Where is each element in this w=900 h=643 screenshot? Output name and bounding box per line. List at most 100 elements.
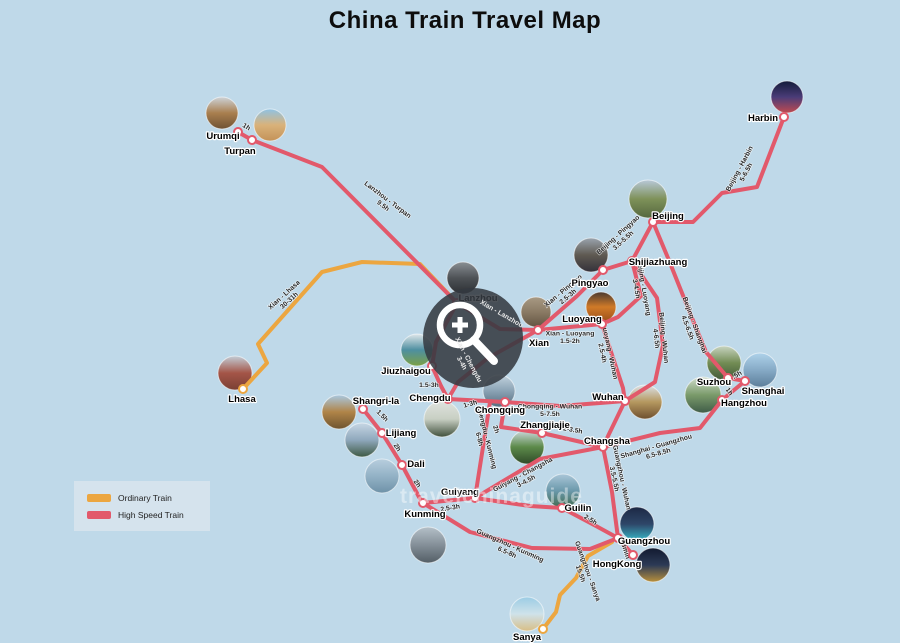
lhasa-photo[interactable] (217, 355, 253, 391)
shanghai-label[interactable]: Shanghai (740, 385, 785, 398)
suzhou-node[interactable] (723, 373, 733, 383)
shijiazhuang-label[interactable]: Shijiazhuang (628, 256, 689, 269)
wuhan-node[interactable] (620, 396, 630, 406)
magnifier-glass-icon (436, 301, 484, 349)
harbin-node[interactable] (779, 112, 789, 122)
zhangjiajie-label[interactable]: Zhangjiajie (519, 419, 571, 432)
route-label-urumqi-turpan-time: 1h (241, 122, 251, 132)
shangri-la-label[interactable]: Shangri-la (352, 395, 402, 408)
beijing-photo[interactable] (628, 179, 668, 219)
pingyao-label[interactable]: Pingyao (570, 277, 610, 290)
hangzhou-node[interactable] (717, 395, 727, 405)
chongqing-node[interactable] (500, 397, 510, 407)
hangzhou-label[interactable]: Hangzhou (720, 397, 769, 410)
route-label-dali-kunming-time: 2h (412, 479, 422, 490)
route-zhangjiajie-changsha (540, 431, 605, 449)
guilin-label[interactable]: Guilin (563, 502, 593, 515)
harbin-label[interactable]: Harbin (747, 112, 780, 125)
luoyang-label[interactable]: Luoyang (561, 313, 603, 326)
lijiang-node[interactable] (377, 428, 387, 438)
sanya-node[interactable] (538, 624, 548, 634)
route-beijing-harbin (651, 115, 786, 224)
route-chongqing-wuhan (503, 399, 627, 408)
lijiang-photo[interactable] (344, 422, 380, 458)
route-kunming-guangzhou (421, 501, 620, 551)
urumqi-label[interactable]: Urumqi (205, 130, 241, 143)
high-speed-train-swatch (87, 510, 111, 519)
luoyang-node[interactable] (597, 319, 607, 329)
xian-label[interactable]: Xian (528, 337, 551, 350)
shijiazhuang-node[interactable] (627, 256, 637, 266)
pingyao-photo[interactable] (573, 237, 609, 273)
route-shangrila-lijiang (361, 407, 384, 435)
shangri-la-photo[interactable] (321, 394, 357, 430)
kunming-node[interactable] (418, 498, 428, 508)
shanghai-photo[interactable] (742, 352, 778, 388)
shangri-la-node[interactable] (358, 404, 368, 414)
chengdu-photo[interactable] (423, 400, 461, 438)
chengdu-label[interactable]: Chengdu (408, 392, 452, 405)
route-label-lijiang-dali-time: 2h (392, 443, 402, 453)
kunming-label[interactable]: Kunming (403, 508, 447, 521)
beijing-label[interactable]: Beijing (651, 210, 685, 223)
route-pingyao-shijiazhuang (601, 259, 634, 272)
route-beijing-shijiazhuang (630, 220, 655, 263)
route-shijiazhuang-luoyang (600, 259, 643, 326)
ordinary-train-label: Ordinary Train (118, 492, 172, 503)
routes (236, 115, 786, 631)
sanya-photo[interactable] (509, 596, 545, 632)
harbin-photo[interactable] (770, 80, 804, 114)
guiyang-node[interactable] (470, 493, 480, 503)
turpan-label[interactable]: Turpan (223, 145, 257, 158)
kunming-photo[interactable] (409, 526, 447, 564)
chongqing-label[interactable]: Chongqing (474, 404, 527, 417)
high-speed-train-label: High Speed Train (118, 509, 184, 520)
turpan-node[interactable] (247, 135, 257, 145)
lhasa-label[interactable]: Lhasa (227, 393, 258, 406)
route-label-chengdu-chongqing-time: 1-3h (463, 399, 478, 409)
dali-node[interactable] (397, 460, 407, 470)
suzhou-label[interactable]: Suzhou (696, 376, 733, 389)
guiyang-label[interactable]: Guiyang (440, 486, 481, 499)
changsha-node[interactable] (598, 442, 608, 452)
hongkong-photo[interactable] (635, 547, 671, 583)
guangzhou-label[interactable]: Guangzhou (617, 535, 672, 548)
urumqi-photo[interactable] (205, 96, 239, 130)
changsha-label[interactable]: Changsha (583, 435, 632, 448)
dali-label[interactable]: Dali (406, 458, 426, 471)
guangzhou-node[interactable] (613, 533, 623, 543)
route-chongqing-zhangjiajie (499, 400, 544, 435)
ordinary-train-swatch (87, 493, 111, 502)
turpan-photo[interactable] (253, 108, 287, 142)
dali-photo[interactable] (364, 458, 400, 494)
beijing-node[interactable] (648, 217, 658, 227)
route-label-kunming-guiyang-time: 2.5-3h (440, 503, 461, 513)
shanghai-node[interactable] (740, 376, 750, 386)
jiuzhaigou-label[interactable]: Jiuzhaigou (380, 365, 432, 378)
lijiang-label[interactable]: Lijiang (384, 427, 417, 440)
hangzhou-photo[interactable] (684, 376, 722, 414)
hongkong-label[interactable]: HongKong (592, 558, 643, 571)
pingyao-node[interactable] (598, 265, 608, 275)
guangzhou-photo[interactable] (619, 506, 655, 542)
chengdu-node[interactable] (443, 394, 453, 404)
magnifier-zoom-control[interactable] (423, 288, 523, 388)
lhasa-node[interactable] (238, 384, 248, 394)
legend: Ordinary Train High Speed Train (74, 481, 210, 531)
urumqi-node[interactable] (233, 127, 243, 137)
legend-item-high-speed: High Speed Train (87, 510, 210, 520)
route-guilin-guangzhou (560, 506, 620, 540)
guilin-node[interactable] (557, 503, 567, 513)
route-chengdu-chongqing (446, 397, 507, 404)
xian-node[interactable] (533, 325, 543, 335)
hongkong-node[interactable] (628, 550, 638, 560)
route-xian-luoyang (536, 322, 604, 332)
legend-item-ordinary: Ordinary Train (87, 493, 210, 503)
zhangjiajie-node[interactable] (537, 428, 547, 438)
sanya-label[interactable]: Sanya (512, 631, 543, 643)
wuhan-label[interactable]: Wuhan (591, 391, 625, 404)
